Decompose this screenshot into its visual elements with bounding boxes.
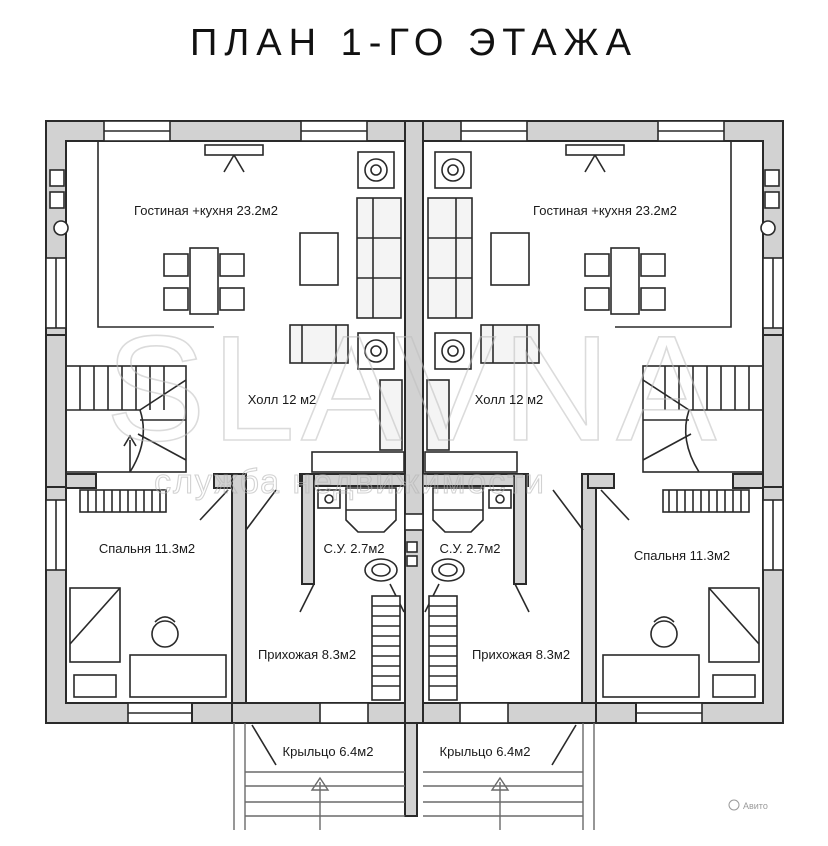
label-hall-right: Холл 12 м2 xyxy=(475,392,544,407)
label-bedroom-left: Спальня 11.3м2 xyxy=(99,541,195,556)
label-bathroom-left: С.У. 2.7м2 xyxy=(324,541,385,556)
room-labels-left: Гостиная +кухня 23.2м2 Холл 12 м2 Спальн… xyxy=(99,203,385,759)
windows-side xyxy=(45,257,784,571)
label-entrance-right: Прихожая 8.3м2 xyxy=(472,647,570,662)
windows-top xyxy=(103,120,725,142)
interior-walls xyxy=(45,334,784,724)
corner-badge: Авито xyxy=(728,799,768,811)
room-labels-right: Гостиная +кухня 23.2м2 Холл 12 м2 Спальн… xyxy=(440,203,731,759)
porches xyxy=(233,722,595,830)
corner-badge-text: Авито xyxy=(743,801,768,811)
label-bedroom-right: Спальня 11.3м2 xyxy=(634,548,730,563)
page-title: ПЛАН 1-ГО ЭТАЖА xyxy=(190,22,638,64)
watermark-main: SLAVNA xyxy=(106,304,723,472)
watermark-sub: служба недвижимости xyxy=(154,463,546,501)
label-living-right: Гостиная +кухня 23.2м2 xyxy=(533,203,677,218)
label-entrance-left: Прихожая 8.3м2 xyxy=(258,647,356,662)
right-unit xyxy=(424,141,780,701)
label-hall-left: Холл 12 м2 xyxy=(248,392,317,407)
label-bathroom-right: С.У. 2.7м2 xyxy=(440,541,501,556)
label-porch-right: Крыльцо 6.4м2 xyxy=(440,744,531,759)
label-living-left: Гостиная +кухня 23.2м2 xyxy=(134,203,278,218)
label-porch-left: Крыльцо 6.4м2 xyxy=(283,744,374,759)
left-unit xyxy=(49,141,424,701)
windows-bottom xyxy=(127,702,703,724)
